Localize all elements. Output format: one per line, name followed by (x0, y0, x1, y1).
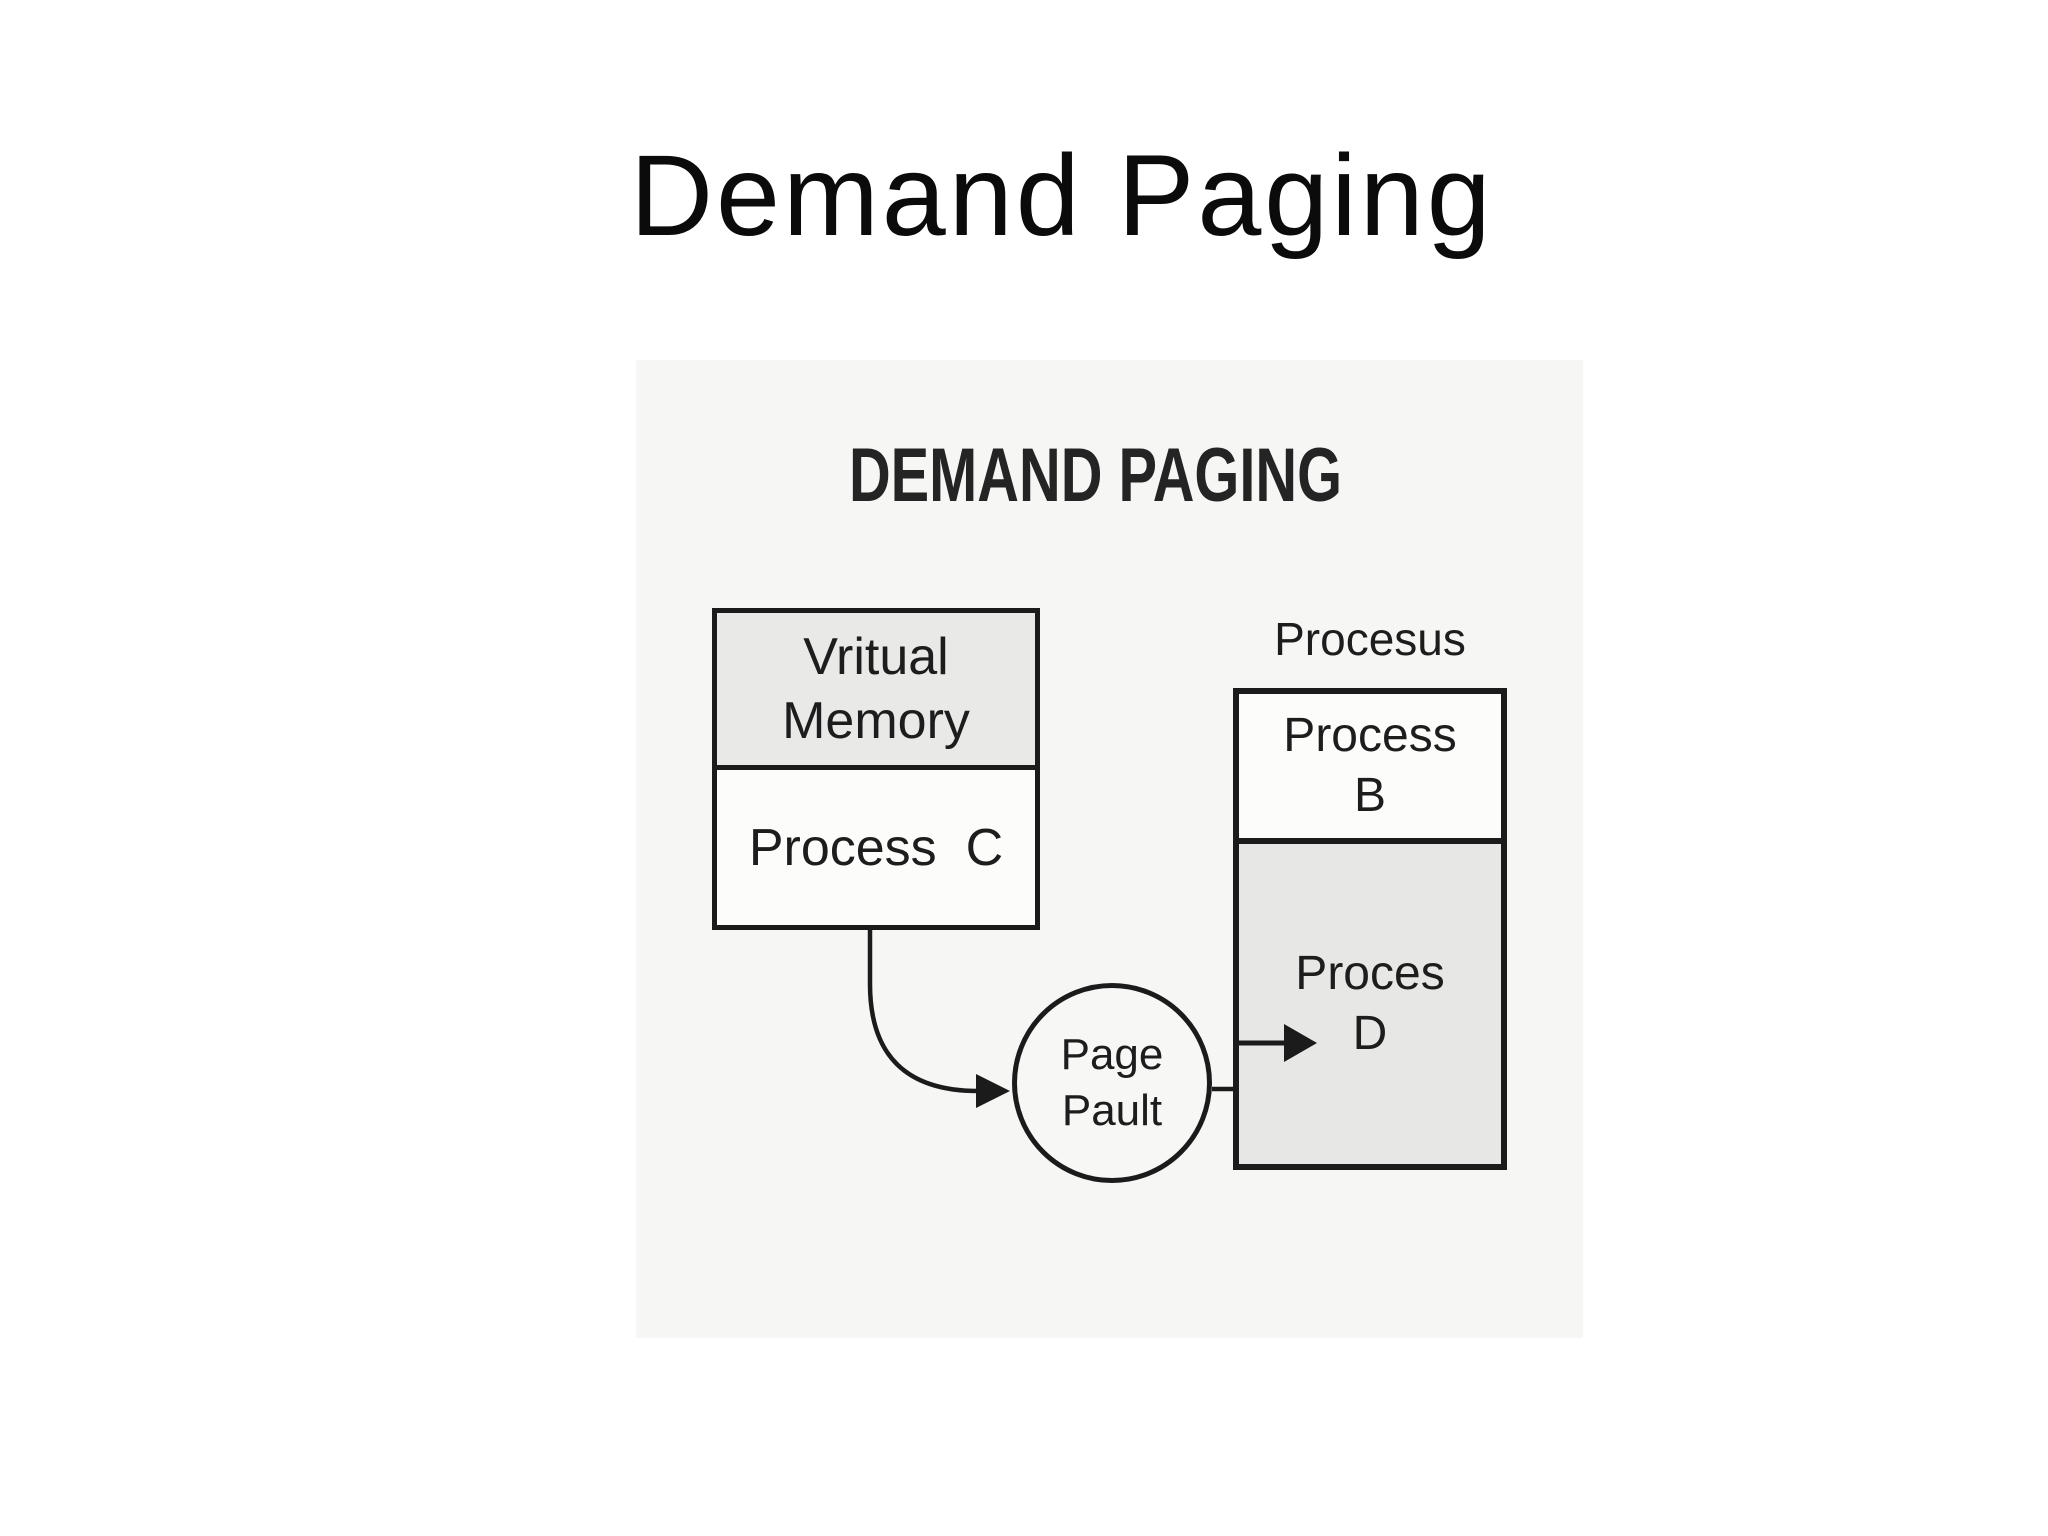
virtual-memory-label-line2: Memory (782, 692, 970, 750)
diagram-panel: DEMAND PAGING Vritual Memory Process C P… (636, 360, 1583, 1338)
curved-arrow-head-icon (976, 1074, 1010, 1108)
process-b-section: Process B (1239, 694, 1501, 844)
process-d-label-line1: Proces (1295, 947, 1445, 1000)
process-c-section: Process C (717, 770, 1035, 925)
page-fault-label-line2: Pault (1061, 1086, 1163, 1135)
virtual-memory-label-line1: Vritual (803, 628, 949, 686)
diagram-heading: DEMAND PAGING (848, 433, 1343, 518)
process-b-label-line2: B (1353, 769, 1386, 822)
process-c-label: Process C (748, 818, 1004, 877)
virtual-memory-box: Vritual Memory Process C (712, 608, 1040, 930)
curved-arrow (867, 926, 981, 1094)
process-b-label-line1: Process (1283, 709, 1457, 762)
page-fault-label-line1: Page (1060, 1030, 1164, 1079)
process-d-label-line2: D (1352, 1007, 1388, 1060)
virtual-memory-header: Vritual Memory (717, 613, 1035, 770)
process-d-section: Proces D (1239, 844, 1501, 1164)
page-title: Demand Paging (630, 132, 1494, 260)
procesus-caption: Procesus (1274, 613, 1466, 665)
process-stack-box: Process B Proces D (1233, 688, 1507, 1170)
page-fault-circle: Page Pault (1012, 983, 1212, 1183)
